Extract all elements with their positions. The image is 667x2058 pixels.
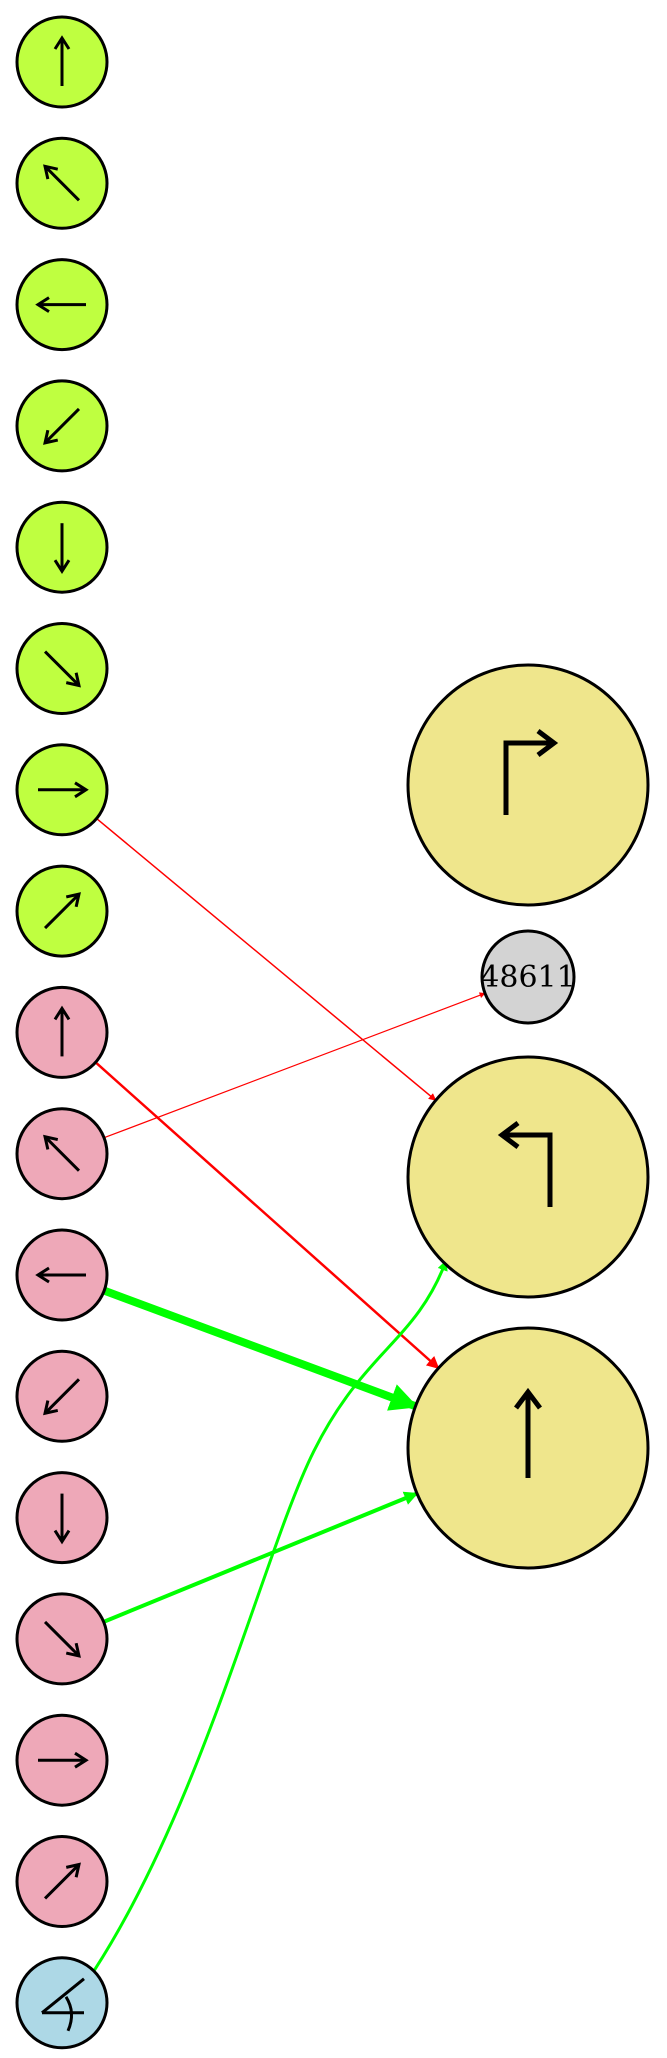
source-node-left[interactable] (15, 1228, 109, 1322)
input-node-right[interactable] (15, 743, 109, 837)
arrow-up-icon (53, 1005, 71, 1057)
arrow-left-icon (35, 1266, 86, 1284)
arrow-up-left-icon (43, 164, 81, 202)
arrow-up-left-icon (43, 1134, 81, 1172)
output-node-turn-right[interactable] (406, 663, 650, 907)
id-node-label: 48611 (480, 960, 575, 995)
turn-left-icon (497, 1121, 553, 1207)
arrow-right-icon (38, 1751, 89, 1769)
turn-right-icon (503, 729, 559, 815)
input-node-left[interactable] (15, 258, 109, 352)
arrow-down-right-icon (43, 1620, 81, 1658)
straight-up-icon (514, 1387, 542, 1478)
arrow-down-right-icon (43, 650, 81, 688)
edge-input-6-to-out-turn-left (95, 817, 437, 1102)
id-node[interactable]: 48611 (480, 929, 576, 1025)
arrow-left-icon (35, 296, 86, 313)
input-node-up-left[interactable] (15, 136, 109, 230)
source-node-down-right[interactable] (15, 1592, 109, 1686)
output-node-straight[interactable] (406, 1326, 650, 1570)
edge-angle-to-out-turn-left (92, 1259, 448, 1973)
arrow-down-left-icon (43, 407, 81, 445)
input-node-down[interactable] (15, 500, 109, 594)
edge-source-0-to-out-straight (94, 1061, 440, 1370)
input-node-down-right[interactable] (15, 622, 109, 715)
arrow-down-left-icon (43, 1378, 81, 1416)
input-node-up-right[interactable] (15, 864, 109, 958)
angle-icon (41, 1977, 85, 2032)
source-node-down-left[interactable] (15, 1349, 109, 1443)
source-node-up-right[interactable] (15, 1835, 109, 1928)
arrow-down-icon (53, 523, 71, 574)
source-node-right[interactable] (15, 1713, 109, 1807)
edges-layer (92, 817, 486, 1973)
edge-source-1-to-id-node (103, 992, 486, 1139)
arrow-down-icon (53, 1493, 71, 1545)
arrow-up-right-icon (43, 1862, 81, 1900)
source-node-up-left[interactable] (15, 1107, 109, 1201)
source-node-up[interactable] (15, 985, 109, 1079)
source-node-down[interactable] (15, 1471, 109, 1565)
arrow-right-icon (38, 781, 89, 799)
edge-source-2-to-out-straight (100, 1286, 420, 1411)
input-node-down-left[interactable] (15, 379, 109, 473)
output-node-turn-left[interactable] (406, 1055, 650, 1299)
input-node-up[interactable] (15, 15, 109, 109)
angle-node[interactable] (15, 1956, 109, 2050)
nodes-layer: 48611 (15, 15, 650, 2050)
edge-source-5-to-out-straight (101, 1491, 419, 1624)
arrow-up-right-icon (43, 892, 81, 930)
arrow-up-icon (53, 35, 71, 86)
